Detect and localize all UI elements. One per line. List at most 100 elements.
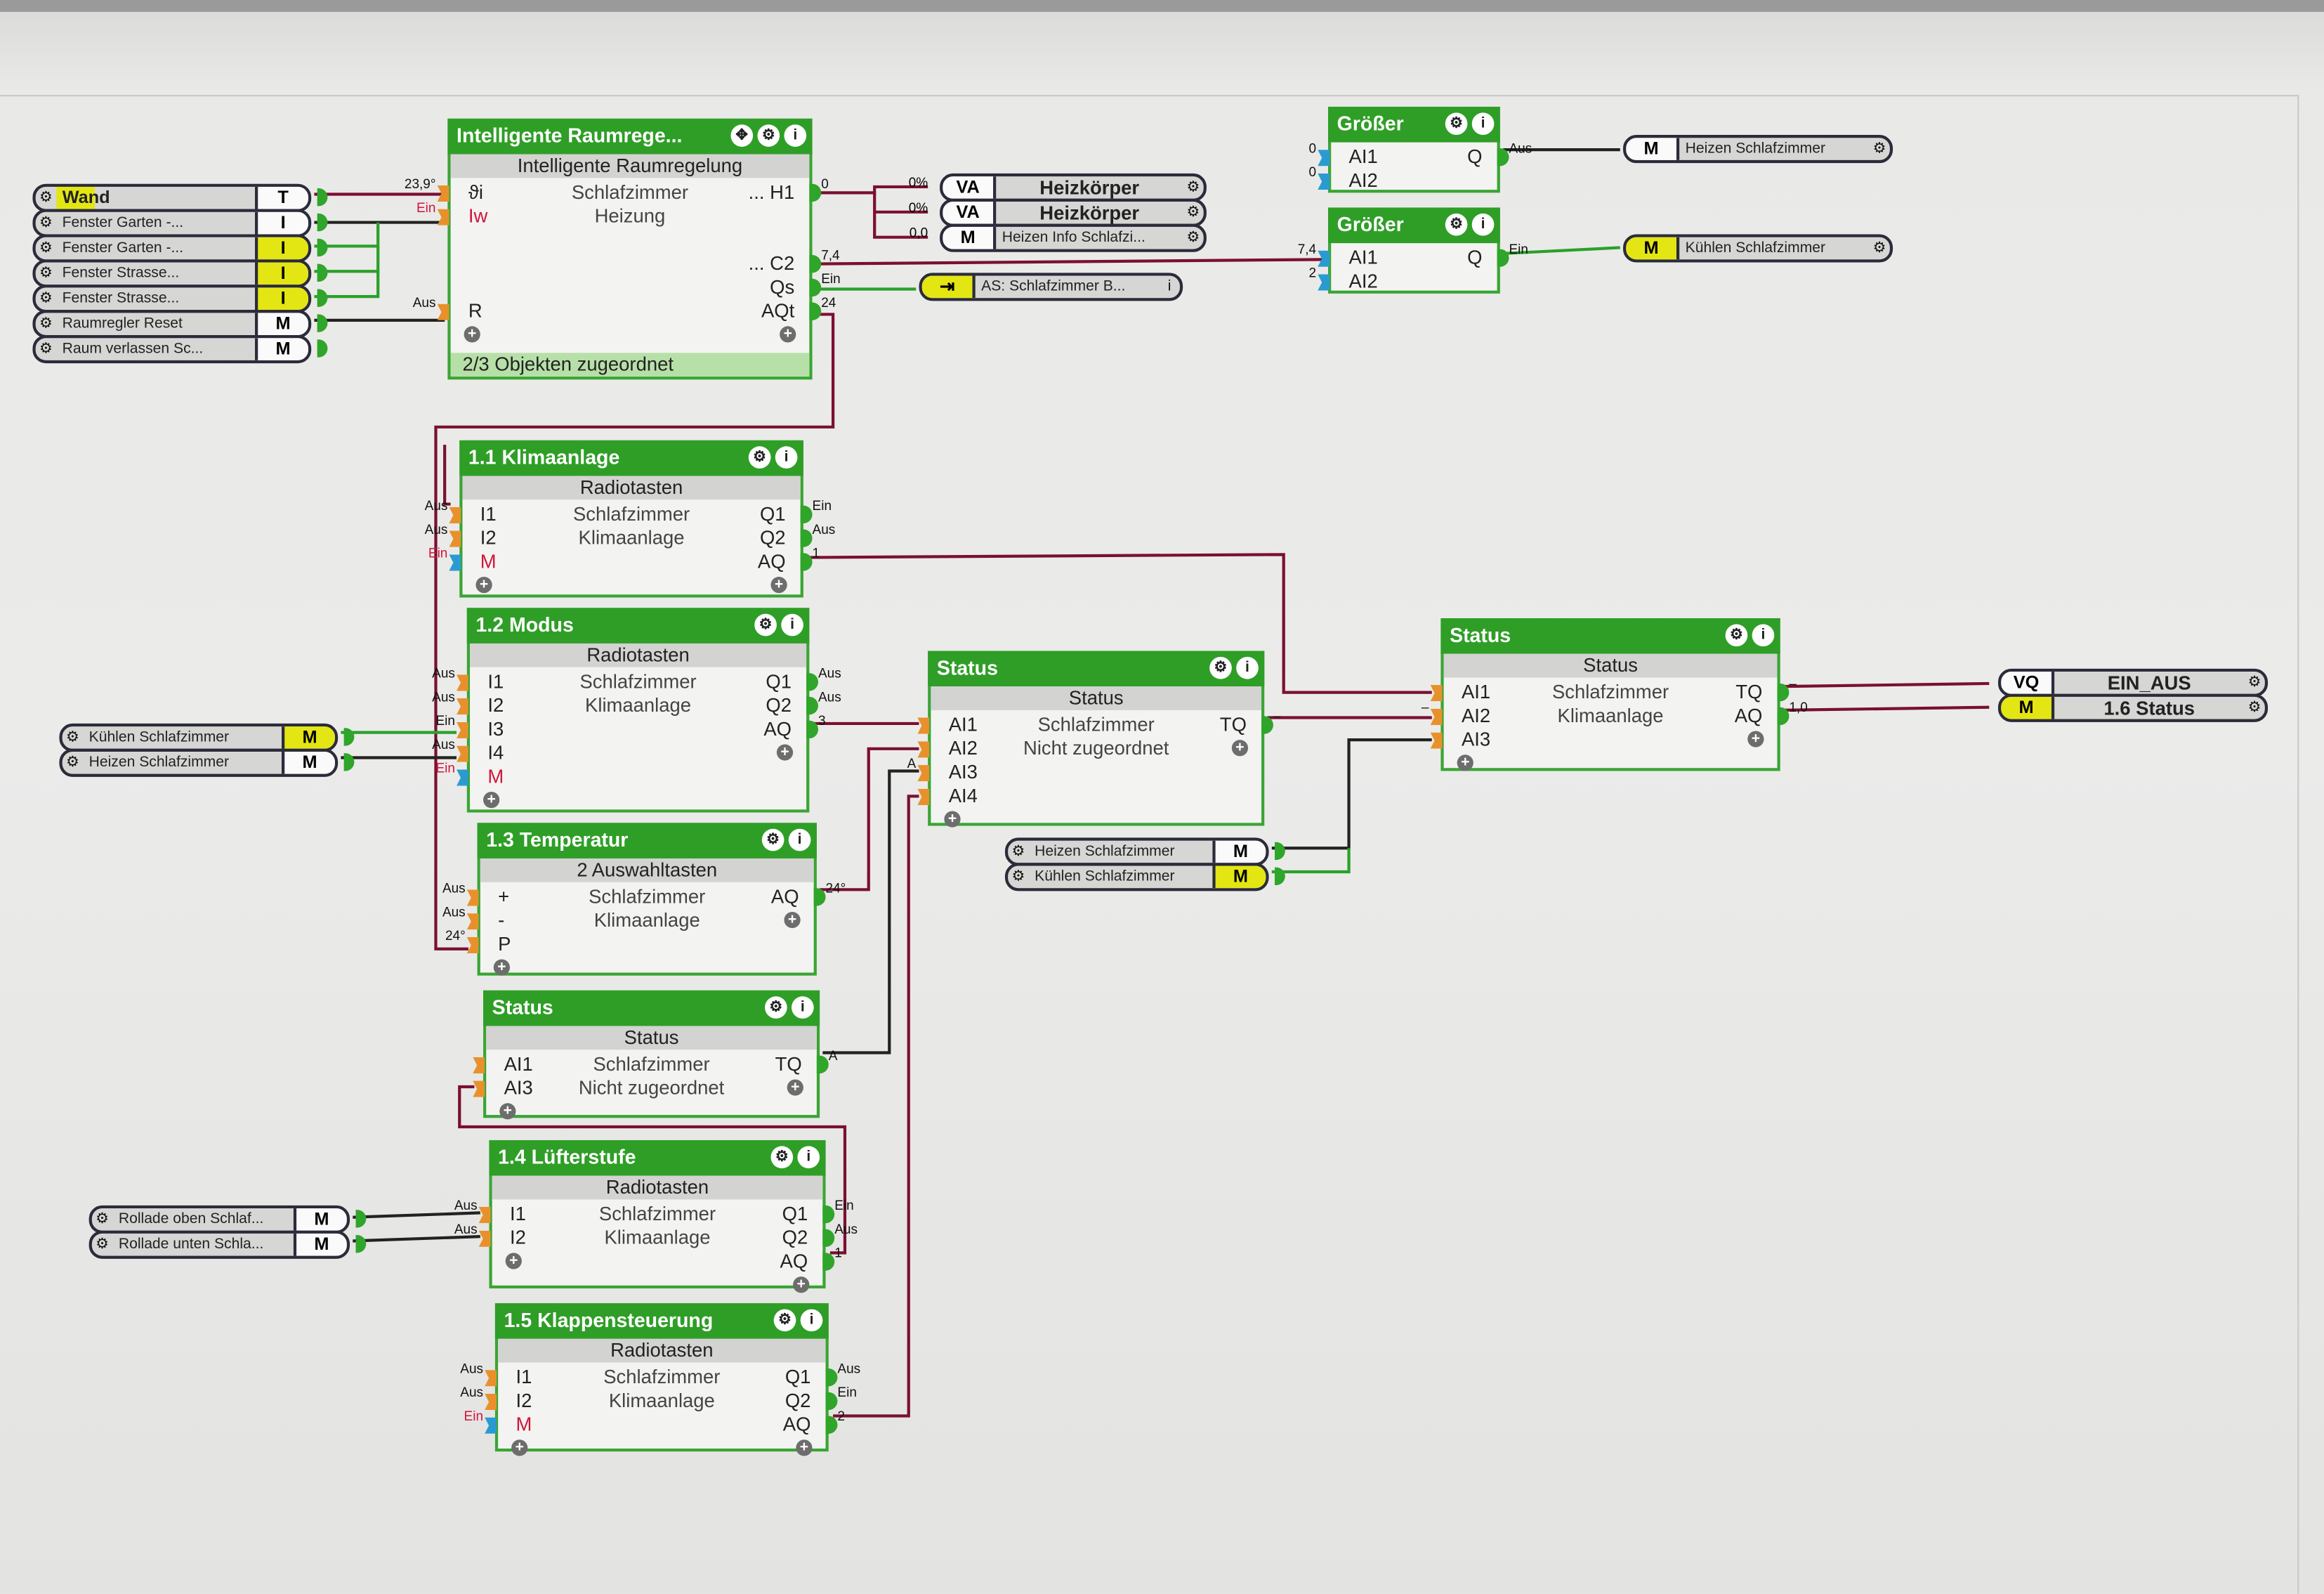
output-connector-icon[interactable] xyxy=(800,505,813,524)
connection-wire[interactable] xyxy=(815,258,1325,266)
block-header[interactable]: Status⚙i xyxy=(928,651,1265,687)
connection-wire[interactable] xyxy=(434,313,835,950)
connection-wire[interactable] xyxy=(1783,681,1990,688)
gear-icon[interactable]: ⚙ xyxy=(1725,624,1748,647)
gear-icon[interactable]: ⚙ xyxy=(761,828,784,851)
gear-icon[interactable]: ⚙ xyxy=(1209,656,1232,679)
info-icon[interactable]: i xyxy=(784,124,807,147)
object-item[interactable]: ⚙Fenster Strasse...I xyxy=(32,259,312,288)
add-output-icon[interactable]: + xyxy=(784,911,801,929)
input-connector-icon[interactable] xyxy=(457,674,468,691)
input-port[interactable]: +Aus xyxy=(442,881,539,909)
object-output-connector[interactable] xyxy=(343,728,355,746)
input-connector-icon[interactable] xyxy=(478,1206,491,1224)
connection-wire[interactable] xyxy=(443,445,451,506)
input-port[interactable]: AI3 xyxy=(473,1076,545,1100)
info-icon[interactable]: i xyxy=(800,1309,823,1332)
input-port[interactable]: AI3 xyxy=(1430,728,1503,752)
input-connector-icon[interactable] xyxy=(437,185,449,202)
add-output-icon[interactable]: + xyxy=(776,744,794,761)
gear-icon[interactable]: ⚙ xyxy=(757,124,780,147)
output-connector-icon[interactable] xyxy=(809,302,822,320)
add-output-icon[interactable]: + xyxy=(1231,740,1249,757)
gear-icon[interactable]: ⚙ xyxy=(1186,204,1200,221)
gear-icon[interactable]: ⚙ xyxy=(1872,141,1886,157)
info-icon[interactable]: i xyxy=(1752,624,1775,647)
object-item[interactable]: ⚙Fenster Strasse...I xyxy=(32,285,312,313)
add-input-icon[interactable]: + xyxy=(475,576,492,594)
output-connector-icon[interactable] xyxy=(809,278,822,297)
output-connector-icon[interactable] xyxy=(816,1055,829,1074)
output-connector-icon[interactable] xyxy=(809,255,822,273)
output-connector-icon[interactable] xyxy=(806,696,818,715)
gear-icon[interactable]: ⚙ xyxy=(96,1211,110,1228)
add-output-icon[interactable]: + xyxy=(787,1079,803,1096)
input-connector-icon[interactable] xyxy=(917,765,930,782)
object-item[interactable]: ⚙Fenster Garten -...I xyxy=(32,209,312,237)
object-output-connector[interactable] xyxy=(355,1235,367,1253)
gear-icon[interactable]: ⚙ xyxy=(39,240,53,257)
connection-wire[interactable] xyxy=(873,192,928,239)
object-item[interactable]: ⚙Raum verlassen Sc...M xyxy=(32,334,312,364)
input-connector-icon[interactable] xyxy=(457,721,468,739)
input-port[interactable]: AI1 xyxy=(473,1052,545,1076)
output-connector-icon[interactable] xyxy=(822,1229,835,1247)
input-port[interactable]: AI1 xyxy=(1430,681,1503,705)
connection-wire[interactable] xyxy=(314,271,380,299)
block-header[interactable]: 1.3 Temperatur⚙i xyxy=(477,823,817,858)
connection-wire[interactable] xyxy=(1271,848,1351,874)
block-header[interactable]: Größer⚙i xyxy=(1328,207,1500,244)
block-header[interactable]: Status⚙i xyxy=(1440,618,1780,654)
output-connector-icon[interactable] xyxy=(825,1368,838,1387)
block-header[interactable]: 1.1 Klimaanlage⚙i xyxy=(459,440,803,476)
gear-icon[interactable]: ⚙ xyxy=(96,1236,110,1253)
input-connector-icon[interactable] xyxy=(485,1417,497,1434)
output-connector-icon[interactable] xyxy=(822,1205,835,1224)
connection-wire[interactable] xyxy=(458,1085,847,1255)
gear-icon[interactable]: ⚙ xyxy=(2247,700,2261,717)
add-input-icon[interactable]: + xyxy=(483,792,500,809)
gear-icon[interactable]: ⚙ xyxy=(773,1309,796,1332)
input-connector-icon[interactable] xyxy=(485,1393,497,1411)
add-input-icon[interactable]: + xyxy=(493,959,511,976)
object-output-connector[interactable] xyxy=(343,753,355,771)
add-input-icon[interactable]: + xyxy=(499,1103,516,1120)
input-port[interactable]: AI2 xyxy=(917,737,990,761)
gear-icon[interactable]: ⚙ xyxy=(1011,843,1025,861)
input-connector-icon[interactable] xyxy=(466,913,479,930)
gear-icon[interactable]: ⚙ xyxy=(39,190,53,207)
block-header[interactable]: Größer⚙i xyxy=(1328,106,1500,143)
gear-icon[interactable]: ⚙ xyxy=(39,290,53,307)
input-connector-icon[interactable] xyxy=(457,769,468,786)
output-connector-icon[interactable] xyxy=(1777,707,1790,726)
gear-icon[interactable]: ⚙ xyxy=(2247,674,2261,691)
info-icon[interactable]: i xyxy=(1167,278,1171,295)
connection-wire[interactable] xyxy=(1271,738,1432,850)
input-connector-icon[interactable] xyxy=(1318,274,1330,291)
input-connector-icon[interactable] xyxy=(917,717,930,734)
